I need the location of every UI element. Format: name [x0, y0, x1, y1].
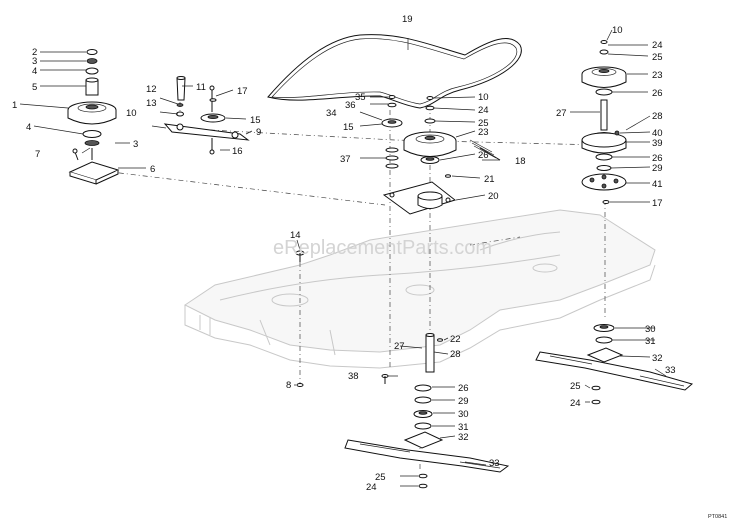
callout-31: 31 — [458, 422, 469, 433]
callout-5: 5 — [32, 82, 37, 93]
callout-8: 8 — [286, 380, 291, 391]
leader-lines — [19, 29, 667, 487]
misc-fasteners — [295, 250, 443, 387]
callout-18: 18 — [515, 156, 526, 167]
left-idler-assembly — [67, 49, 120, 185]
callout-17: 17 — [237, 86, 248, 97]
callout-38: 38 — [348, 371, 359, 382]
callout-28: 28 — [652, 111, 663, 122]
callout-33: 33 — [665, 365, 676, 376]
callout-30: 30 — [458, 409, 469, 420]
center-spindle-assembly — [381, 95, 501, 215]
callout-9: 9 — [256, 127, 261, 138]
callout-39: 39 — [652, 138, 663, 149]
right-blade-assembly — [535, 324, 694, 405]
diagram-code: PT0841 — [708, 514, 727, 520]
callout-31: 31 — [645, 336, 656, 347]
callout-25: 25 — [375, 472, 386, 483]
watermark-text: eReplacementParts.com — [273, 237, 492, 259]
callout-36: 36 — [345, 100, 356, 111]
callout-27: 27 — [394, 341, 405, 352]
right-spindle-assembly — [581, 40, 627, 204]
callout-21: 21 — [484, 174, 495, 185]
callout-26: 26 — [478, 150, 489, 161]
callout-24: 24 — [570, 398, 581, 409]
callout-25: 25 — [570, 381, 581, 392]
callout-7: 7 — [35, 149, 40, 160]
callout-27: 27 — [556, 108, 567, 119]
center-blade-assembly — [344, 333, 510, 489]
callout-29: 29 — [652, 163, 663, 174]
callout-10: 10 — [478, 92, 489, 103]
callout-3: 3 — [32, 56, 37, 67]
callout-15: 15 — [250, 115, 261, 126]
callout-41: 41 — [652, 179, 663, 190]
drive-belt — [267, 34, 522, 109]
callout-4: 4 — [32, 66, 37, 77]
mower-deck-outline — [184, 209, 656, 369]
callout-4: 4 — [26, 122, 31, 133]
callout-labels: 2 3 4 5 1 4 3 7 6 11 12 17 13 10 15 9 16… — [12, 14, 676, 493]
callout-22: 22 — [450, 334, 461, 345]
callout-23: 23 — [478, 127, 489, 138]
callout-29: 29 — [458, 396, 469, 407]
callout-26: 26 — [458, 383, 469, 394]
callout-12: 12 — [146, 84, 157, 95]
callout-6: 6 — [150, 164, 155, 175]
callout-19: 19 — [402, 14, 413, 25]
callout-14: 14 — [290, 230, 301, 241]
callout-35: 35 — [355, 92, 366, 103]
callout-24: 24 — [366, 482, 377, 493]
callout-24: 24 — [652, 40, 663, 51]
callout-28: 28 — [450, 349, 461, 360]
callout-20: 20 — [488, 191, 499, 202]
callout-15: 15 — [343, 122, 354, 133]
callout-30: 30 — [645, 324, 656, 335]
callout-33: 33 — [489, 458, 500, 469]
callout-40: 40 — [652, 128, 663, 139]
callout-11: 11 — [196, 82, 206, 93]
idler-arm-assembly — [163, 76, 250, 155]
callout-32: 32 — [458, 432, 469, 443]
callout-26: 26 — [652, 153, 663, 164]
callout-17: 17 — [652, 198, 663, 209]
callout-34: 34 — [326, 108, 337, 119]
callout-13: 13 — [146, 98, 157, 109]
callout-26: 26 — [652, 88, 663, 99]
callout-1: 1 — [12, 100, 17, 111]
callout-25: 25 — [652, 52, 663, 63]
callout-32: 32 — [652, 353, 663, 364]
callout-16: 16 — [232, 146, 243, 157]
callout-24: 24 — [478, 105, 489, 116]
callout-25: 25 — [478, 118, 489, 129]
callout-23: 23 — [652, 70, 663, 81]
callout-3: 3 — [133, 139, 138, 150]
callout-10: 10 — [612, 25, 623, 36]
callout-37: 37 — [340, 154, 351, 165]
callout-10: 10 — [126, 108, 137, 119]
callout-2: 2 — [32, 47, 37, 58]
